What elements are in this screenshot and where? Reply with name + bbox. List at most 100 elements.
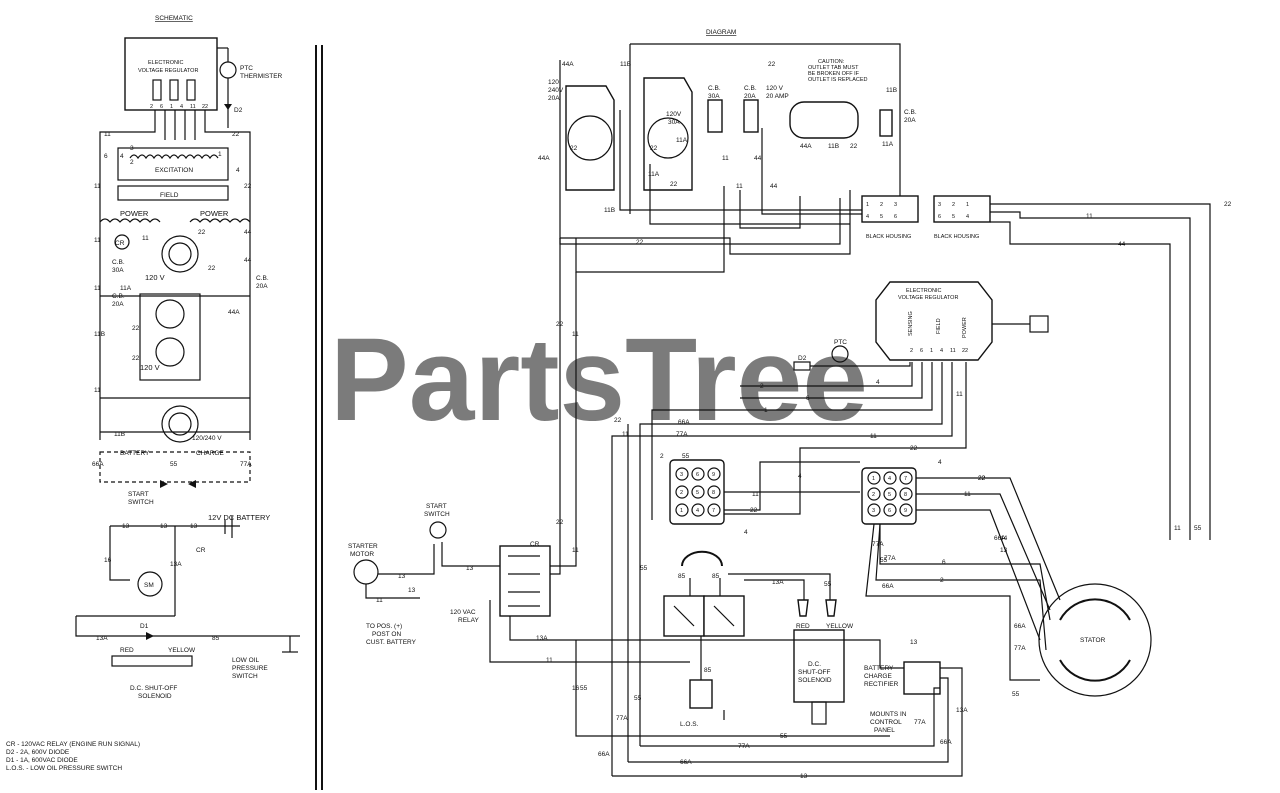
svg-text:22: 22: [232, 131, 240, 138]
schematic-charge-label: CHARGE: [196, 450, 224, 457]
recep-120-240-1: 120: [548, 79, 559, 86]
svg-text:85: 85: [212, 635, 220, 642]
svg-text:MOUNTS IN: MOUNTS IN: [870, 711, 907, 718]
stator-winding-top: [1059, 598, 1131, 621]
svg-text:22: 22: [650, 145, 658, 152]
schematic-dc-solenoid-2: SOLENOID: [138, 693, 172, 700]
svg-text:11A: 11A: [676, 137, 688, 144]
svg-text:11B: 11B: [114, 431, 125, 438]
svg-text:6: 6: [888, 508, 891, 514]
svg-text:66A: 66A: [678, 419, 690, 426]
recep-120-30-2: 30A: [668, 119, 680, 126]
schematic-120v-b-label: 120 V: [140, 363, 160, 372]
svg-text:77A: 77A: [738, 743, 750, 750]
svg-text:55: 55: [1194, 525, 1202, 532]
svg-text:44: 44: [1118, 241, 1126, 248]
legend-d1: D1 - 1A, 600VAC DIODE: [6, 757, 78, 764]
svg-text:1: 1: [866, 202, 869, 208]
svg-text:77A: 77A: [240, 461, 252, 468]
svg-text:2: 2: [760, 383, 764, 390]
schematic-cb20b-2: 20A: [256, 283, 268, 290]
svg-text:13A: 13A: [536, 635, 548, 642]
svg-text:4: 4: [876, 379, 880, 386]
svg-text:D2: D2: [798, 355, 807, 362]
svg-text:4: 4: [696, 508, 699, 514]
svg-text:44A: 44A: [562, 61, 574, 68]
svg-text:CUST. BATTERY: CUST. BATTERY: [366, 639, 417, 646]
svg-text:1: 1: [966, 202, 969, 208]
diagram-evr: [875, 281, 993, 361]
svg-text:120 VAC: 120 VAC: [450, 609, 476, 616]
svg-text:13: 13: [466, 565, 474, 572]
svg-text:22: 22: [750, 507, 758, 514]
svg-text:FIELD: FIELD: [936, 318, 942, 334]
svg-text:CR: CR: [530, 541, 540, 548]
svg-text:2: 2: [880, 202, 883, 208]
schematic-ptc-label-2: THERMISTER: [240, 73, 283, 80]
svg-text:11: 11: [94, 387, 101, 394]
schematic-evr-box: [124, 37, 218, 111]
svg-text:11: 11: [870, 433, 877, 440]
svg-text:POWER: POWER: [962, 317, 968, 338]
svg-text:5: 5: [888, 492, 891, 498]
svg-text:6: 6: [696, 472, 699, 478]
schematic-start-switch-2: SWITCH: [128, 499, 154, 506]
diagram-cr-relay: [499, 545, 551, 617]
svg-text:44A: 44A: [538, 155, 550, 162]
black-housing-2-label: BLACK HOUSING: [934, 234, 979, 240]
svg-text:START: START: [426, 503, 447, 510]
recep-120-240-3: 20A: [548, 95, 560, 102]
svg-text:77A: 77A: [676, 431, 688, 438]
svg-text:5: 5: [952, 214, 955, 220]
svg-text:11: 11: [142, 235, 149, 242]
svg-text:OUTLET IS REPLACED: OUTLET IS REPLACED: [808, 77, 868, 83]
svg-text:2: 2: [952, 202, 955, 208]
svg-text:22: 22: [850, 143, 858, 150]
svg-text:22: 22: [1224, 201, 1232, 208]
svg-text:55: 55: [1012, 691, 1020, 698]
schematic-ptc: [219, 61, 237, 79]
cb-30a: [707, 99, 723, 133]
svg-text:11: 11: [964, 491, 971, 498]
schematic-excitation-box: [117, 147, 229, 181]
svg-text:11A: 11A: [120, 285, 132, 292]
receptacle-120v-30a: [643, 77, 693, 191]
svg-text:11B: 11B: [604, 207, 615, 214]
legend-los: L.O.S. - LOW OIL PRESSURE SWITCH: [6, 765, 122, 772]
svg-text:4: 4: [940, 348, 943, 354]
svg-text:4: 4: [938, 459, 942, 466]
svg-text:13: 13: [1000, 547, 1008, 554]
svg-text:11B: 11B: [886, 87, 897, 94]
svg-text:11A: 11A: [648, 171, 660, 178]
svg-text:3: 3: [130, 145, 134, 152]
legend-cr: CR - 120VAC RELAY (ENGINE RUN SIGNAL): [6, 741, 140, 748]
schematic-cr-label: CR: [115, 240, 125, 247]
jumper-link: [681, 550, 723, 567]
svg-text:11A: 11A: [882, 141, 894, 148]
svg-text:MOTOR: MOTOR: [350, 551, 374, 558]
stator-winding-bottom: [1059, 659, 1131, 682]
svg-text:5: 5: [696, 490, 699, 496]
svg-text:55: 55: [880, 557, 888, 564]
svg-text:4: 4: [744, 529, 748, 536]
schematic-twistlock-120v: [161, 235, 199, 273]
legend-d2: D2 - 2A, 600V DIODE: [6, 749, 70, 756]
svg-text:CAUTION:: CAUTION:: [818, 59, 845, 65]
diagram-start-switch: [429, 521, 447, 539]
plug-9pin-right: [861, 467, 917, 525]
svg-text:2: 2: [660, 453, 664, 460]
schematic-low-oil-3: SWITCH: [232, 673, 258, 680]
schematic-120-240v-label: 120/240 V: [192, 435, 222, 442]
svg-text:SOLENOID: SOLENOID: [798, 677, 832, 684]
svg-text:11: 11: [622, 431, 629, 438]
svg-text:2: 2: [910, 348, 913, 354]
svg-text:2: 2: [940, 577, 944, 584]
svg-text:13: 13: [190, 523, 198, 530]
schematic-power-left: POWER: [120, 209, 149, 218]
schematic-evr-label-1: ELECTRONIC: [148, 60, 183, 66]
svg-text:77A: 77A: [616, 715, 628, 722]
svg-text:STARTER: STARTER: [348, 543, 378, 550]
schematic-cr2-label: CR: [196, 547, 206, 554]
svg-text:TO POS. (+): TO POS. (+): [366, 623, 402, 630]
